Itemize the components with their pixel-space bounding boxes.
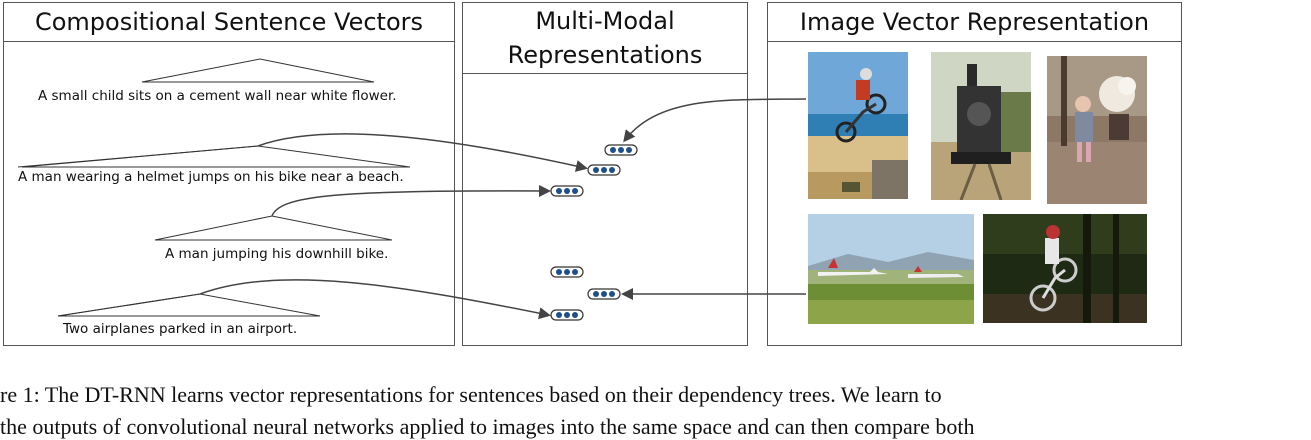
steam-train-photo: [931, 52, 1031, 200]
arrow-tree2-to-vector: [257, 133, 588, 172]
vector-5: [587, 288, 621, 300]
beach-bike-jump-photo: [808, 52, 908, 199]
arrow-tree3-to-vector: [271, 184, 551, 217]
vector-1: [604, 144, 638, 156]
arrow-tree4-to-vector: [199, 279, 551, 320]
tree-sentence-3: [154, 215, 393, 241]
multimodal-title-line1: Multi-Modal: [535, 7, 675, 35]
sentence-1: A small child sits on a cement wall near…: [38, 88, 397, 104]
diagram-graphics: [17, 58, 807, 321]
figure-caption-line-2: the outputs of convolutional neural netw…: [0, 414, 975, 439]
tree-sentence-4: [57, 293, 321, 317]
arrow-image1-to-vector: [623, 98, 807, 143]
sentence-4: Two airplanes parked in an airport.: [63, 321, 298, 337]
vector-3: [550, 185, 584, 197]
sentence-vectors-title: Compositional Sentence Vectors: [3, 2, 455, 42]
figure-caption-line-1: re 1: The DT-RNN learns vector represent…: [0, 382, 942, 407]
downhill-bike-photo: [983, 214, 1147, 323]
image-vectors-title: Image Vector Representation: [767, 2, 1182, 42]
multimodal-title: Multi-Modal Representations: [462, 2, 748, 74]
multimodal-title-line2: Representations: [507, 41, 703, 69]
sentence-3: A man jumping his downhill bike.: [165, 246, 389, 262]
airplanes-airport-photo: [808, 214, 974, 324]
tree-sentence-1: [141, 58, 375, 83]
multimodal-panel: [462, 72, 748, 346]
sentence-2: A man wearing a helmet jumps on his bike…: [18, 169, 404, 185]
child-flowers-photo: [1047, 56, 1147, 204]
vector-4: [550, 266, 584, 278]
tree-sentence-2: [17, 145, 411, 168]
vector-2: [587, 164, 621, 176]
vector-6: [550, 309, 584, 321]
